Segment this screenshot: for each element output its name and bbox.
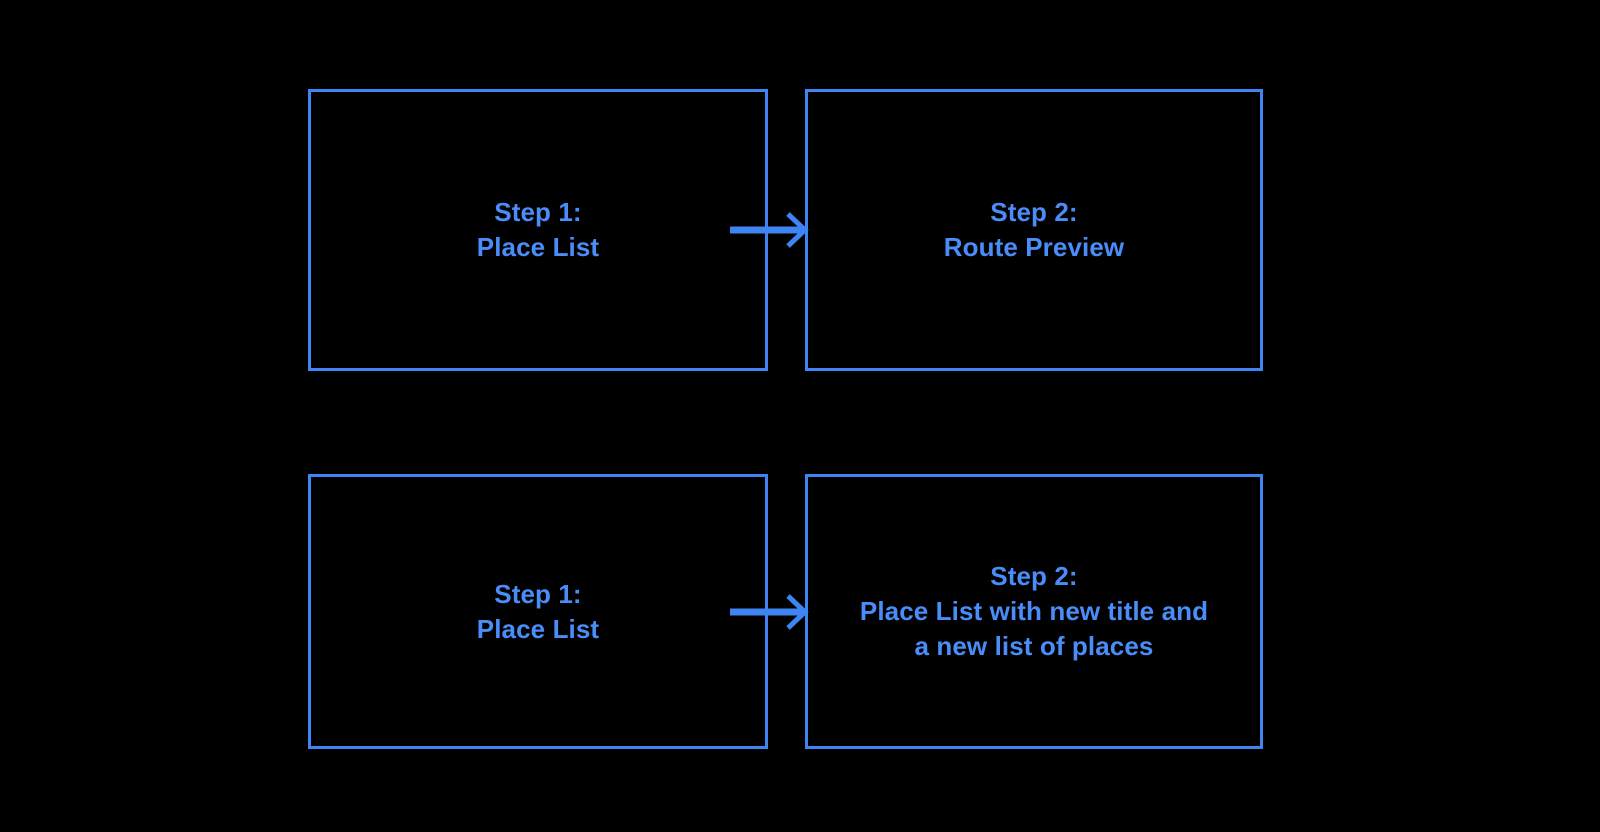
flow-row-2: Step 1: Place List Step 2: Place List wi…: [0, 474, 1600, 749]
step-box-label: Step 2: Route Preview: [943, 197, 1125, 262]
step-box-row2-step2[interactable]: Step 2: Place List with new title and a …: [805, 474, 1263, 749]
step-box-row1-step2[interactable]: Step 2: Route Preview: [805, 89, 1263, 371]
step-box-label: Step 1: Place List: [476, 197, 600, 262]
flow-row-1: Step 1: Place List Step 2: Route Preview: [0, 89, 1600, 371]
step-box-row2-step1[interactable]: Step 1: Place List: [308, 474, 768, 749]
step-box-row1-step1[interactable]: Step 1: Place List: [308, 89, 768, 371]
step-box-label: Step 1: Place List: [476, 578, 600, 644]
step-box-label: Step 2: Place List with new title and a …: [859, 561, 1209, 661]
